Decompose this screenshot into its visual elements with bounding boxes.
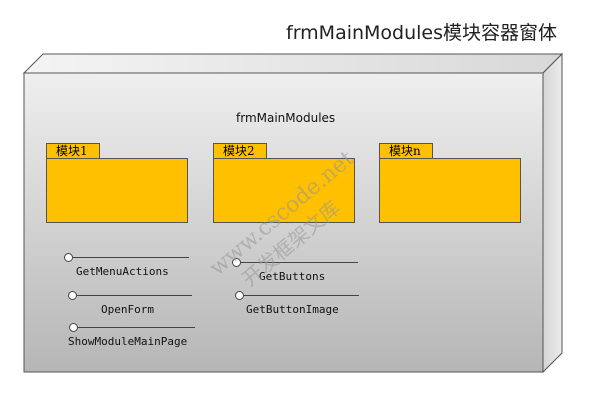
package-body	[379, 158, 521, 223]
node-side-face	[542, 52, 563, 374]
package-module-n[interactable]: 模块n	[379, 143, 521, 223]
interface-circle-icon	[235, 291, 244, 300]
interface-label: GetMenuActions	[76, 265, 169, 278]
interface-connector	[78, 327, 195, 328]
interface-label: GetButtonImage	[246, 303, 339, 316]
interface-connector	[244, 295, 359, 296]
interface-circle-icon	[64, 253, 73, 262]
interface-label: ShowModuleMainPage	[68, 335, 188, 348]
node-top-face	[22, 53, 564, 74]
package-body	[213, 158, 355, 223]
interface-connector	[241, 262, 358, 263]
interface-circle-icon	[69, 323, 78, 332]
package-body	[46, 158, 188, 223]
package-tab: 模块2	[213, 143, 267, 158]
interface-label: GetButtons	[259, 270, 326, 283]
interface-connector	[77, 295, 192, 296]
interface-label: OpenForm	[101, 303, 154, 316]
package-module-2[interactable]: 模块2	[213, 143, 355, 223]
interface-connector	[73, 257, 189, 258]
package-tab: 模块1	[46, 143, 100, 158]
diagram-title: frmMainModules模块容器窗体	[286, 22, 558, 44]
interface-circle-icon	[68, 291, 77, 300]
package-module-1[interactable]: 模块1	[46, 143, 188, 223]
node-label: frmMainModules	[236, 111, 336, 125]
package-tab: 模块n	[379, 143, 433, 158]
interface-circle-icon	[232, 258, 241, 267]
